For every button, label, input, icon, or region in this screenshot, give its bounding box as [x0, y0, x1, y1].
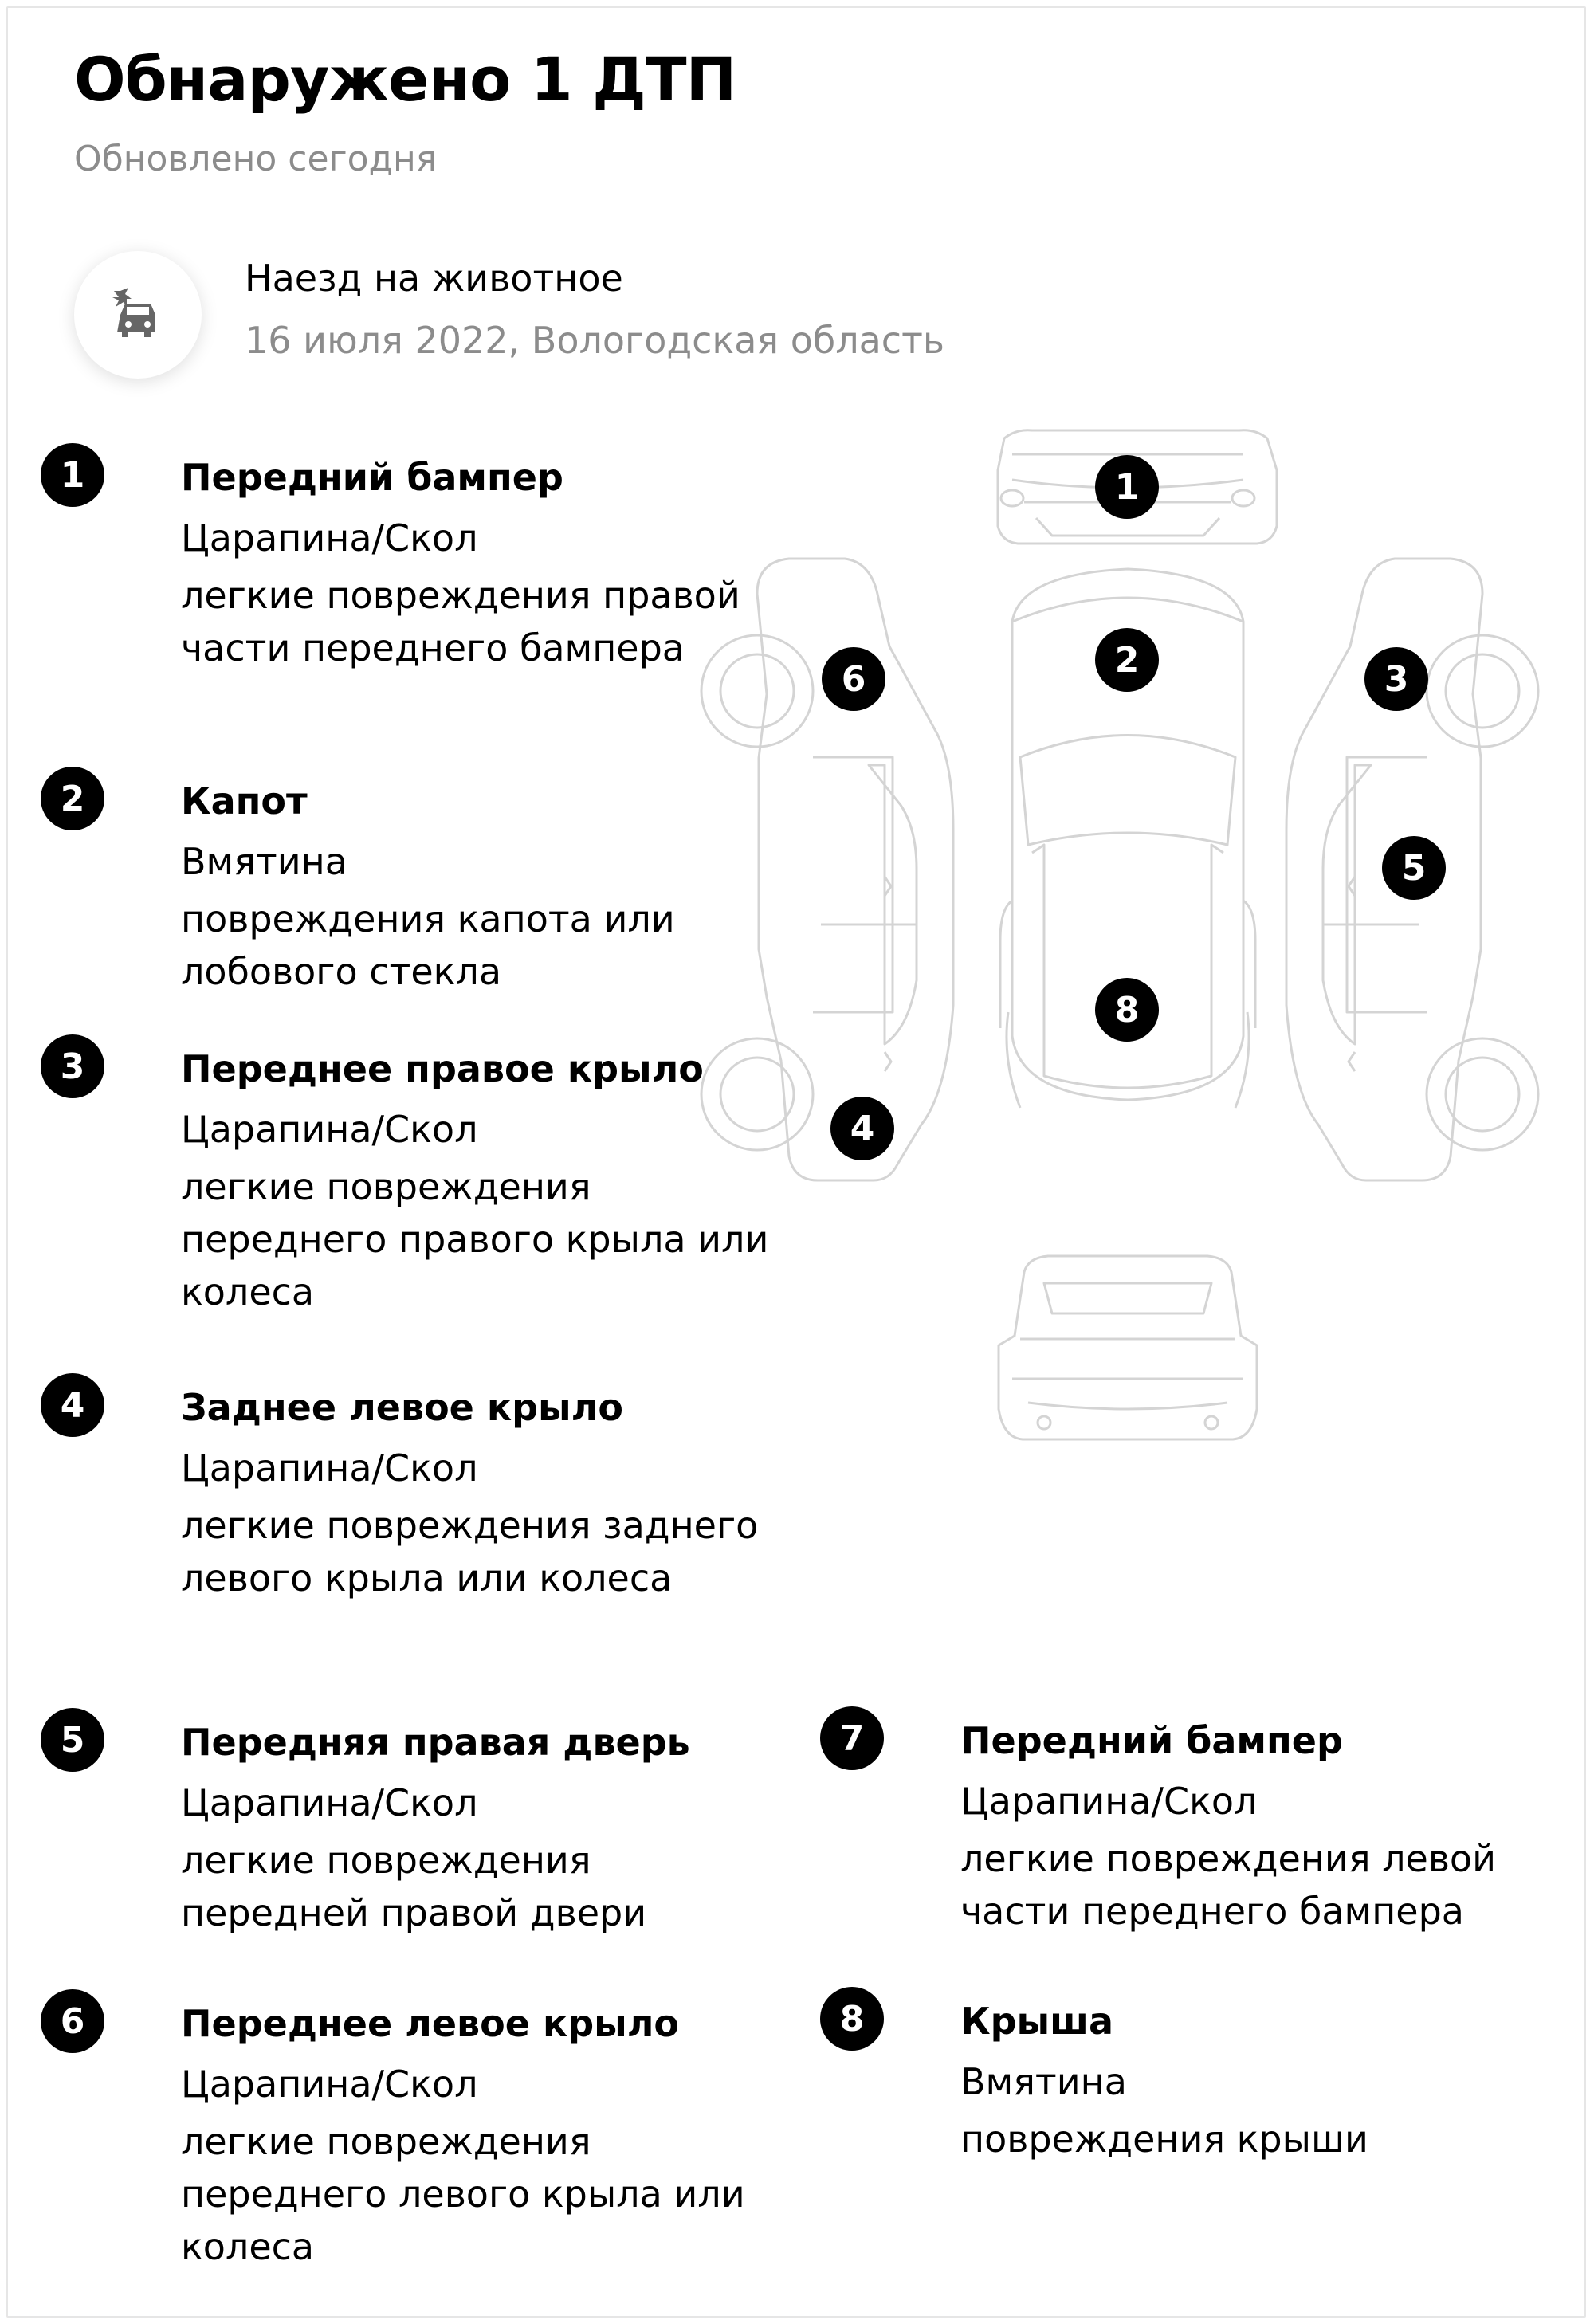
diagram-marker: 4 [830, 1097, 894, 1160]
damage-item: 4 Заднее левое крыло Царапина/Скол легки… [41, 1373, 787, 1604]
damage-part: Переднее левое крыло [181, 2002, 680, 2045]
damage-type: Царапина/Скол [181, 1781, 478, 1824]
damage-description: легкие повреждения передней правой двери [181, 1839, 647, 1934]
damage-type: Царапина/Скол [181, 516, 478, 559]
car-outline-drawing [700, 429, 1540, 1441]
damage-part: Передний бампер [181, 456, 563, 499]
car-crash-icon [74, 251, 202, 379]
damage-type: Царапина/Скол [181, 1108, 478, 1151]
damage-part: Крыша [960, 2000, 1114, 2043]
damage-number-badge: 4 [41, 1373, 104, 1437]
updated-label: Обновлено сегодня [74, 139, 438, 179]
damage-item: 8 Крыша Вмятина повреждения крыши [820, 1987, 1566, 2165]
damage-type: Царапина/Скол [181, 1447, 478, 1490]
damage-type: Вмятина [181, 840, 347, 883]
damage-part: Передняя правая дверь [181, 1721, 690, 1764]
car-diagram: 1 2 3 4 5 6 8 [693, 422, 1546, 1458]
damage-item: 3 Переднее правое крыло Царапина/Скол ле… [41, 1034, 787, 1318]
damage-item: 5 Передняя правая дверь Царапина/Скол ле… [41, 1708, 787, 1939]
diagram-marker: 6 [822, 647, 885, 711]
damage-item: 7 Передний бампер Царапина/Скол легкие п… [820, 1706, 1566, 1937]
damage-type: Царапина/Скол [181, 2063, 478, 2106]
damage-part: Капот [181, 779, 308, 822]
damage-item: 6 Переднее левое крыло Царапина/Скол лег… [41, 1989, 787, 2273]
damage-number-badge: 7 [820, 1706, 884, 1770]
diagram-marker: 5 [1382, 836, 1446, 900]
diagram-marker: 3 [1364, 647, 1428, 711]
damage-number-badge: 6 [41, 1989, 104, 2053]
damage-type: Вмятина [960, 2060, 1127, 2103]
page-title: Обнаружено 1 ДТП [74, 44, 736, 115]
damage-item: 2 Капот Вмятина повреждения капота или л… [41, 767, 787, 998]
damage-number-badge: 3 [41, 1034, 104, 1098]
damage-part: Заднее левое крыло [181, 1386, 623, 1429]
damage-description: повреждения капота или лобового стекла [181, 897, 675, 993]
damage-part: Передний бампер [960, 1719, 1343, 1762]
damage-number-badge: 1 [41, 443, 104, 507]
damage-item: 1 Передний бампер Царапина/Скол легкие п… [41, 443, 787, 674]
card-frame [6, 6, 1586, 2318]
diagram-marker: 8 [1095, 978, 1159, 1042]
damage-description: легкие повреждения левой части переднего… [960, 1837, 1496, 1933]
diagram-marker: 2 [1095, 628, 1159, 692]
damage-number-badge: 8 [820, 1987, 884, 2051]
diagram-marker: 1 [1095, 455, 1159, 519]
damage-type: Царапина/Скол [960, 1780, 1258, 1823]
damage-description: легкие повреждения переднего правого кры… [181, 1165, 769, 1313]
damage-part: Переднее правое крыло [181, 1047, 704, 1090]
damage-number-badge: 2 [41, 767, 104, 830]
damage-description: легкие повреждения переднего левого крыл… [181, 2120, 745, 2268]
event-date-region: 16 июля 2022, Вологодская область [245, 319, 944, 362]
damage-description: повреждения крыши [960, 2118, 1368, 2161]
damage-description: легкие повреждения правой части переднег… [181, 574, 740, 669]
event-title: Наезд на животное [245, 257, 623, 300]
damage-description: легкие повреждения заднего левого крыла … [181, 1504, 759, 1600]
damage-number-badge: 5 [41, 1708, 104, 1772]
